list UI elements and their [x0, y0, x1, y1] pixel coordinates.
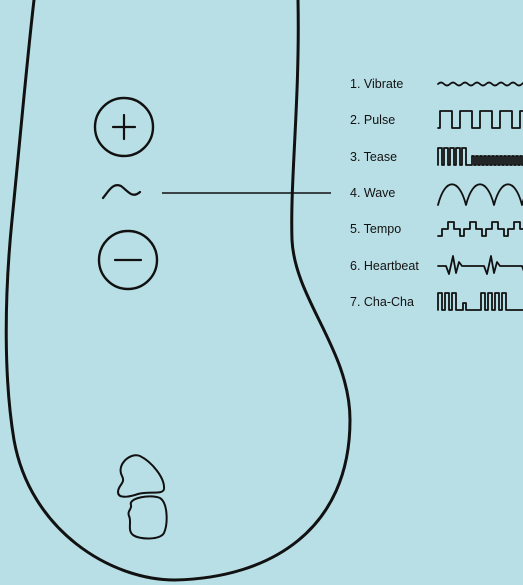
mode-label-tease: 3. Tease	[350, 149, 397, 165]
mode-label-heartbeat: 6. Heartbeat	[350, 258, 419, 274]
mode-label-tempo: 5. Tempo	[350, 221, 401, 237]
heartbeat-pattern-icon	[438, 256, 523, 274]
pulse-pattern-icon	[438, 111, 523, 128]
cha-cha-pattern-icon	[438, 293, 523, 310]
mode-label-vibrate: 1. Vibrate	[350, 76, 403, 92]
vibrate-pattern-icon	[438, 83, 523, 86]
mode-label-pulse: 2. Pulse	[350, 112, 395, 128]
tease-pattern-icon	[438, 148, 523, 165]
power-button[interactable]	[118, 455, 167, 538]
mode-label-wave: 4. Wave	[350, 185, 395, 201]
mode-label-cha-cha: 7. Cha-Cha	[350, 294, 414, 310]
plus-button[interactable]	[95, 98, 153, 156]
tempo-pattern-icon	[438, 222, 523, 236]
device-body-outline	[6, 0, 350, 580]
plus-icon	[113, 115, 135, 139]
mode-button[interactable]	[103, 185, 140, 198]
wave-glyph-icon	[103, 185, 140, 198]
minus-button[interactable]	[99, 231, 157, 289]
pattern-icons	[438, 83, 523, 311]
power-bean-icon	[118, 455, 167, 538]
wave-pattern-icon	[438, 184, 523, 205]
